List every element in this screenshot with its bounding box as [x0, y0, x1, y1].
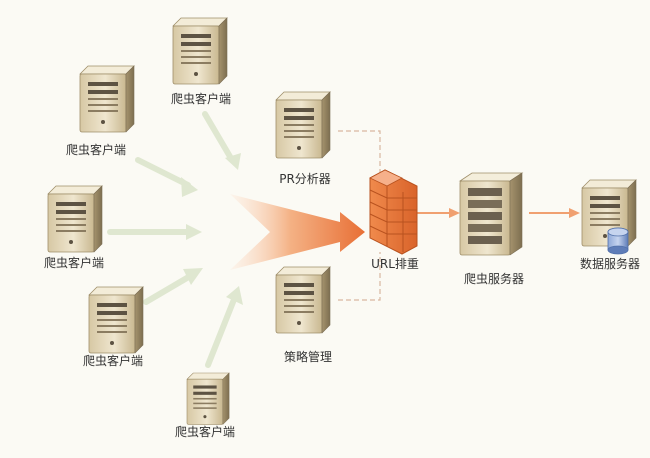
- dashed-feedback-links: [338, 130, 381, 301]
- rack-server-icon: [459, 172, 523, 256]
- node-label: 爬虫客户端: [66, 142, 126, 157]
- node-label: 爬虫客户端: [171, 91, 231, 106]
- firewall-brick-icon: [369, 169, 418, 255]
- tower-server-icon: [275, 91, 331, 159]
- main-aggregate-arrow: [230, 194, 365, 270]
- url-dedup-node: URL排重: [369, 169, 419, 271]
- node-label: 爬虫客户端: [83, 353, 143, 368]
- node-label: 爬虫客户端: [175, 424, 235, 439]
- node-label: 爬虫客户端: [44, 255, 104, 270]
- crawler-server-node: 爬虫服务器: [459, 172, 524, 286]
- tower-server-icon: [275, 266, 331, 334]
- tower-server-icon: [79, 65, 135, 133]
- data-server-node: 数据服务器: [580, 179, 640, 271]
- tower-server-icon: [47, 185, 103, 253]
- node-label: 数据服务器: [580, 256, 640, 271]
- node-label: URL排重: [371, 257, 419, 271]
- node-label: 策略管理: [284, 349, 332, 364]
- pr-analyzer-node: PR分析器: [275, 91, 331, 186]
- client-node-2: 爬虫客户端: [66, 65, 135, 157]
- client-node-5: 爬虫客户端: [175, 372, 235, 439]
- node-label: 爬虫服务器: [464, 271, 524, 286]
- node-label: PR分析器: [279, 172, 331, 186]
- client-node-4: 爬虫客户端: [83, 286, 144, 368]
- strategy-manager-node: 策略管理: [275, 266, 332, 364]
- client-node-3: 爬虫客户端: [44, 185, 104, 270]
- client-node-1: 爬虫客户端: [171, 17, 231, 106]
- client-request-arrows: [107, 111, 243, 368]
- database-cylinder-icon: [607, 227, 629, 255]
- server-links: [416, 208, 580, 218]
- tower-server-icon: [186, 372, 230, 425]
- tower-server-icon: [88, 286, 144, 354]
- tower-server-icon: [172, 17, 228, 85]
